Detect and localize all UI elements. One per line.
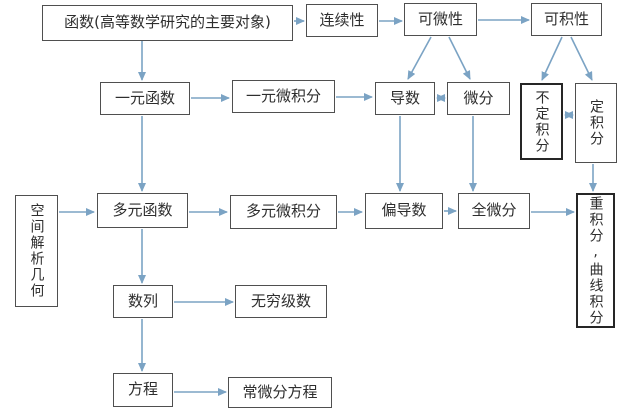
node-fangcheng: 方程	[113, 373, 173, 407]
node-label-lianxuxing: 连续性	[319, 10, 365, 29]
node-label-kejixing: 可积性	[543, 9, 589, 28]
node-quanweifen: 全微分	[458, 193, 530, 229]
node-changweifenfangcheng: 常微分方程	[228, 377, 332, 408]
node-budingjifen: 不定积分	[520, 83, 563, 160]
node-label-dingjifen: 定积分	[588, 99, 605, 147]
node-daoshu: 导数	[375, 82, 435, 115]
node-weifen: 微分	[447, 82, 510, 115]
arrow-kejixing-to-dingjifen	[570, 36, 593, 81]
node-label-wuqiongjishu: 无穷级数	[250, 291, 311, 310]
node-kongjianjiexijihe: 空间解析几何	[15, 195, 58, 307]
node-kejixing: 可积性	[531, 3, 602, 36]
node-yiyuanweijifen: 一元微积分	[232, 80, 335, 113]
node-duoyuanhanshu: 多元函数	[97, 193, 188, 228]
node-yiyuanhanshu: 一元函数	[100, 82, 190, 115]
node-label-duoyuanhanshu: 多元函数	[112, 200, 173, 219]
node-label-hanshu: 函数(高等数学研究的主要对象)	[64, 13, 271, 32]
arrow-kejixing-to-budingjifen	[541, 36, 563, 81]
node-label-budingjifen: 不定积分	[533, 89, 550, 154]
node-chongjifen: 重积分,曲线积分	[576, 193, 615, 328]
arrow-keweixing-to-weifen	[448, 36, 471, 80]
node-label-piandaoshu: 偏导数	[381, 201, 427, 220]
node-label-changweifenfangcheng: 常微分方程	[242, 382, 318, 401]
node-keweixing: 可微性	[404, 3, 477, 36]
node-shulie: 数列	[113, 285, 173, 318]
node-label-fangcheng: 方程	[127, 380, 158, 399]
node-label-yiyuanweijifen: 一元微积分	[245, 86, 321, 105]
node-label-chongjifen: 重积分,曲线积分	[587, 195, 604, 326]
node-label-kongjianjiexijihe: 空间解析几何	[28, 203, 45, 299]
node-wuqiongjishu: 无穷级数	[235, 285, 327, 318]
node-lianxuxing: 连续性	[306, 4, 378, 37]
arrow-keweixing-to-daoshu	[407, 36, 432, 80]
node-label-daoshu: 导数	[389, 88, 420, 107]
node-label-duoyuanweijifen: 多元微积分	[245, 202, 321, 221]
node-duoyuanweijifen: 多元微积分	[230, 195, 337, 229]
node-label-yiyuanhanshu: 一元函数	[114, 88, 175, 107]
node-piandaoshu: 偏导数	[365, 193, 443, 229]
node-label-weifen: 微分	[463, 88, 494, 107]
node-dingjifen: 定积分	[575, 83, 617, 163]
node-label-shulie: 数列	[127, 291, 158, 310]
node-label-quanweifen: 全微分	[471, 201, 517, 220]
node-hanshu: 函数(高等数学研究的主要对象)	[42, 5, 293, 41]
node-label-keweixing: 可微性	[417, 9, 463, 28]
